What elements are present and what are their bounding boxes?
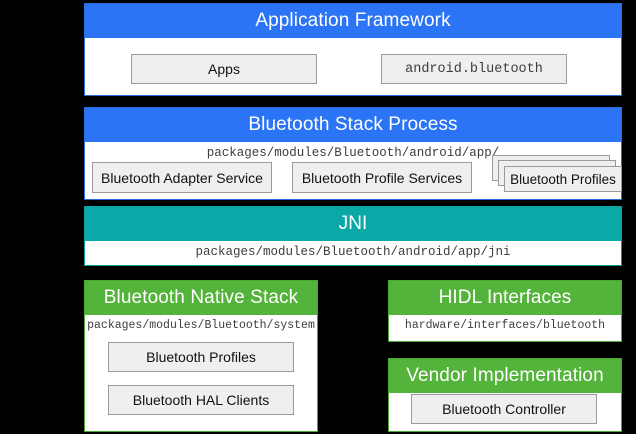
path-label-bluetooth-native-stack: packages/modules/Bluetooth/system <box>87 319 315 332</box>
native-stack-to-hidl-connector-arrow <box>318 296 388 302</box>
box-bluetooth-adapter-service[interactable]: Bluetooth Adapter Service <box>92 162 272 193</box>
box-bluetooth-hal-clients[interactable]: Bluetooth HAL Clients <box>108 385 294 415</box>
path-label-jni: packages/modules/Bluetooth/android/app/j… <box>195 245 511 259</box>
path-label-bluetooth-stack-process: packages/modules/Bluetooth/android/app/ <box>206 146 500 160</box>
box-android-bluetooth[interactable]: android.bluetooth <box>381 54 567 84</box>
box-apps[interactable]: Apps <box>131 54 317 84</box>
layer-title-vendor-implementation: Vendor Implementation <box>389 359 621 393</box>
layer-title-jni: JNI <box>85 207 621 241</box>
layer-title-bluetooth-native-stack: Bluetooth Native Stack <box>85 281 317 315</box>
box-bluetooth-profiles-native[interactable]: Bluetooth Profiles <box>108 342 294 372</box>
stacked-card-front[interactable]: Bluetooth Profiles <box>504 166 622 192</box>
layer-jni: JNI packages/modules/Bluetooth/android/a… <box>84 206 622 266</box>
box-bluetooth-profile-services[interactable]: Bluetooth Profile Services <box>292 162 472 193</box>
layer-title-application-framework: Application Framework <box>85 4 621 38</box>
box-stack-bluetooth-profiles[interactable]: Bluetooth Profiles <box>492 155 622 193</box>
box-bluetooth-controller[interactable]: Bluetooth Controller <box>411 394 597 424</box>
layer-title-hidl-interfaces: HIDL Interfaces <box>389 281 621 315</box>
layer-hidl-interfaces: HIDL Interfaces hardware/interfaces/blue… <box>388 280 622 342</box>
layer-title-bluetooth-stack-process: Bluetooth Stack Process <box>85 108 621 142</box>
path-label-hidl-interfaces: hardware/interfaces/bluetooth <box>404 319 606 332</box>
